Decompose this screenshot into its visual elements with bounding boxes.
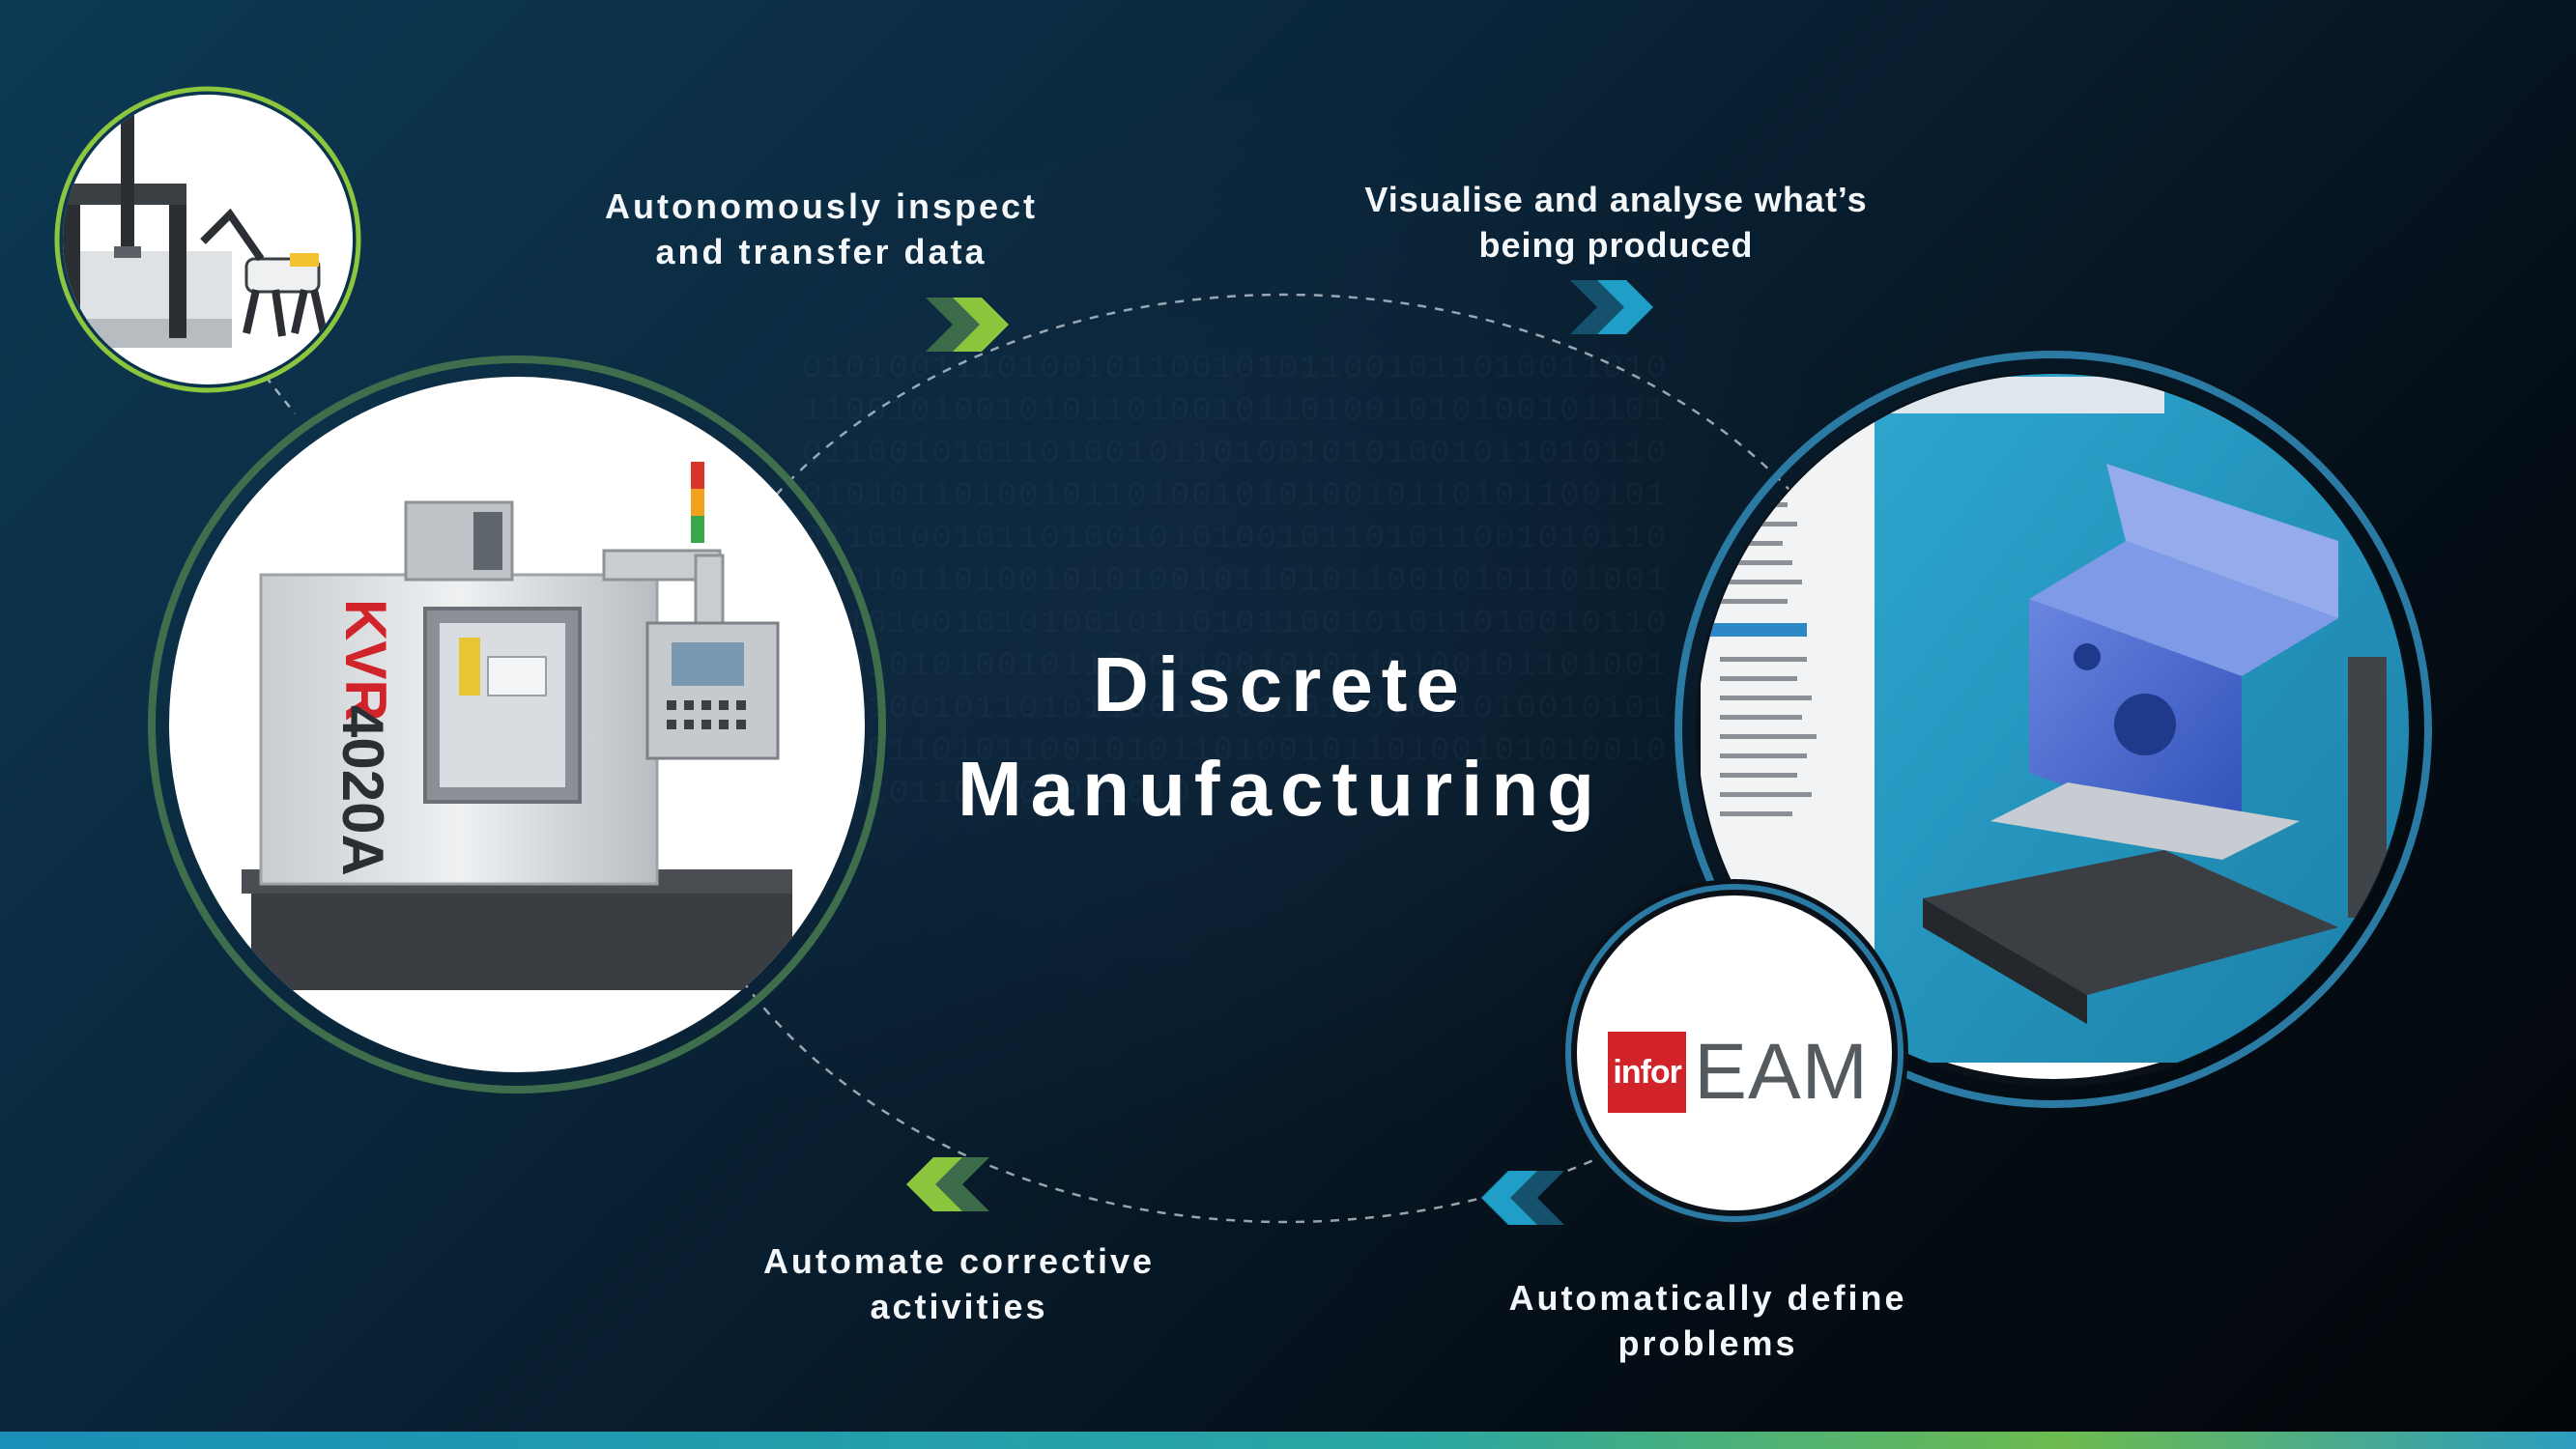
- machine-brand-label: KVR: [333, 599, 398, 722]
- infor-eam-logo: infor EAM: [1608, 1029, 1869, 1116]
- eam-product-name: EAM: [1694, 1028, 1869, 1116]
- label-automatically-define: Automatically define problems: [1508, 1278, 1907, 1363]
- connector-top-left: [265, 376, 296, 414]
- infor-eam-logo-circle: [1560, 879, 1908, 1227]
- chevron-left-icon: [1481, 1171, 1564, 1225]
- chevron-right-icon: [926, 298, 1009, 352]
- cnc-machine-image: KVR 4020A: [148, 355, 886, 1094]
- bottom-accent-bar: [0, 1432, 2576, 1449]
- label-automate-corrective: Automate corrective activities: [762, 1241, 1156, 1326]
- machine-model-label: 4020A: [330, 705, 395, 876]
- infor-badge: infor: [1608, 1032, 1687, 1113]
- label-autonomously-inspect: Autonomously inspect and transfer data: [604, 186, 1039, 271]
- binary-background-texture: 0101001110100101100101011001011010011010…: [802, 351, 1669, 812]
- label-visualise-analyse: Visualise and analyse what’s being produ…: [1364, 180, 1868, 265]
- chevron-left-icon: [906, 1157, 989, 1211]
- chevron-right-icon: [1570, 280, 1653, 334]
- coordinate-measuring-machine-and-robot-dog-image: [54, 86, 361, 393]
- page-title: Discrete Manufacturing: [957, 641, 1604, 832]
